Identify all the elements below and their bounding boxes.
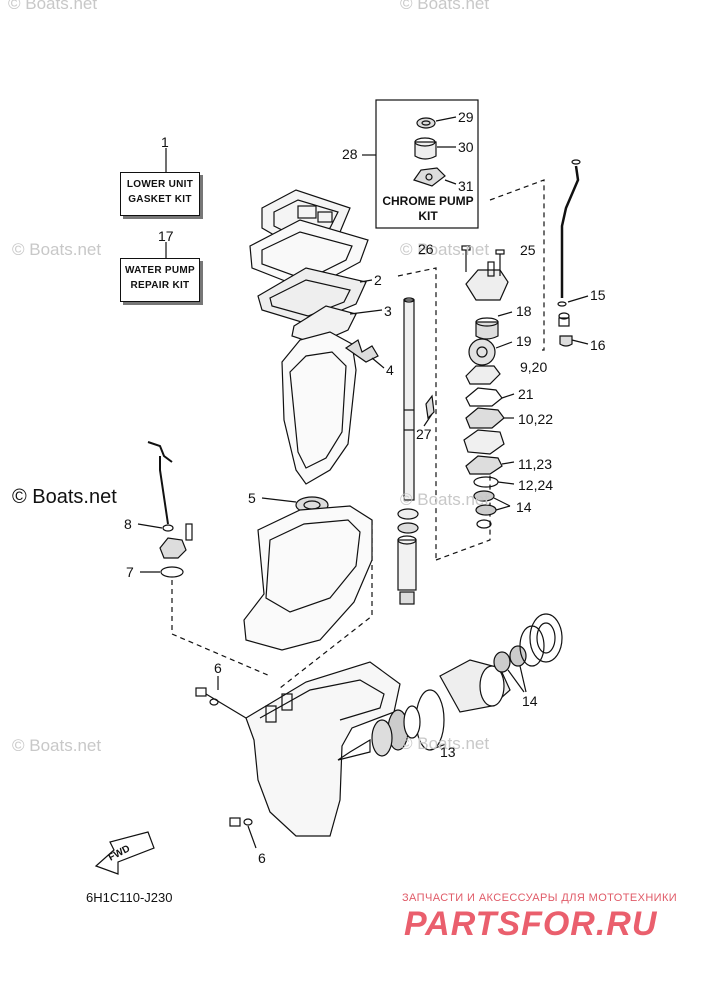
callout-11-23: 11,23 bbox=[518, 456, 552, 472]
watermark: © Boats.net bbox=[12, 736, 102, 755]
part-sleeve bbox=[397, 539, 417, 591]
part-29 bbox=[416, 117, 436, 129]
callout-19: 19 bbox=[516, 333, 532, 349]
gasket-kit-line2: GASKET KIT bbox=[128, 194, 192, 205]
gasket-kit-line1: LOWER UNIT bbox=[126, 179, 194, 190]
part-25 bbox=[495, 249, 505, 255]
part-11-23 bbox=[465, 455, 503, 475]
fwd-arrow-icon bbox=[94, 831, 155, 875]
pump-kit-line2: REPAIR KIT bbox=[130, 280, 190, 291]
footer-tagline: ЗАПЧАСТИ И АКСЕССУАРЫ ДЛЯ МОТОТЕХНИКИ bbox=[402, 892, 678, 904]
part-8 bbox=[162, 524, 174, 532]
part-6-bolt-a bbox=[195, 687, 207, 697]
callout-3: 3 bbox=[384, 303, 392, 319]
callout-14-a: 14 bbox=[516, 499, 532, 515]
callout-1: 1 bbox=[161, 134, 169, 150]
callout-9-20: 9,20 bbox=[520, 359, 548, 375]
part-21 bbox=[465, 387, 503, 407]
footer-brand: PARTSFOR.RU bbox=[404, 905, 658, 943]
callout-17: 17 bbox=[158, 228, 174, 244]
part-upper-casing bbox=[281, 331, 357, 485]
callout-31: 31 bbox=[458, 178, 474, 194]
part-14-seal-a bbox=[473, 490, 495, 502]
watermark: © Boats.net bbox=[400, 0, 490, 13]
part-shift-base bbox=[159, 537, 187, 559]
callout-4: 4 bbox=[386, 362, 394, 378]
part-drive-shaft bbox=[403, 299, 415, 501]
part-bushing-b bbox=[399, 591, 415, 605]
watermark: © Boats.net bbox=[400, 734, 490, 753]
part-6-bolt-b bbox=[229, 817, 241, 827]
watermark: © Boats.net bbox=[400, 490, 490, 509]
callout-26: 26 bbox=[418, 241, 434, 257]
pump-kit-line1: WATER PUMP bbox=[124, 265, 196, 276]
part-31 bbox=[413, 167, 446, 187]
pump-kit-label: WATER PUMP REPAIR KIT bbox=[120, 258, 200, 302]
part-19 bbox=[468, 338, 496, 366]
callout-10-22: 10,22 bbox=[518, 411, 554, 427]
callout-30: 30 bbox=[458, 139, 474, 155]
part-14-bearing-a bbox=[493, 651, 511, 673]
part-16 bbox=[559, 335, 573, 347]
gasket-kit-label: LOWER UNIT GASKET KIT bbox=[120, 172, 200, 216]
part-lower-casing bbox=[245, 661, 401, 837]
part-middle-housing bbox=[243, 505, 373, 651]
watermark: © Boats.net bbox=[400, 240, 490, 259]
chrome-kit-line1: CHROME PUMP bbox=[382, 194, 474, 208]
callout-5: 5 bbox=[248, 490, 256, 506]
callout-25: 25 bbox=[520, 242, 536, 258]
callout-12-24: 12,24 bbox=[518, 477, 554, 493]
callout-6-a: 6 bbox=[214, 660, 222, 676]
callout-28: 28 bbox=[342, 146, 358, 162]
watermark: © Boats.net bbox=[12, 240, 102, 259]
part-3 bbox=[291, 305, 357, 345]
part-9-20 bbox=[465, 365, 501, 385]
part-12-24 bbox=[473, 476, 499, 488]
part-bushing-a bbox=[397, 508, 419, 520]
callout-6-b: 6 bbox=[258, 850, 266, 866]
watermark-dark: © Boats.net bbox=[12, 486, 117, 508]
callout-7: 7 bbox=[126, 564, 134, 580]
part-shift-rod bbox=[147, 441, 173, 463]
part-27 bbox=[425, 394, 435, 420]
part-7 bbox=[160, 566, 184, 578]
part-30 bbox=[414, 141, 437, 160]
chrome-kit-label: CHROME PUMP KIT bbox=[380, 194, 476, 224]
callout-15: 15 bbox=[590, 287, 606, 303]
callout-18: 18 bbox=[516, 303, 532, 319]
part-pump-housing bbox=[465, 269, 509, 301]
part-4 bbox=[344, 339, 379, 363]
part-10-22 bbox=[465, 407, 505, 429]
callout-13: 13 bbox=[440, 744, 456, 760]
callout-8: 8 bbox=[124, 516, 132, 532]
chrome-kit-frame bbox=[375, 99, 479, 229]
callout-16: 16 bbox=[590, 337, 606, 353]
callout-14-b: 14 bbox=[522, 693, 538, 709]
part-water-tube bbox=[560, 165, 580, 298]
part-15 bbox=[557, 301, 567, 307]
callout-2: 2 bbox=[374, 272, 382, 288]
part-14-ring bbox=[529, 613, 563, 663]
part-gasket-mid bbox=[249, 219, 369, 291]
chrome-kit-line2: KIT bbox=[418, 209, 438, 223]
callout-29: 29 bbox=[458, 109, 474, 125]
part-18 bbox=[475, 321, 499, 340]
watermark: © Boats.net bbox=[8, 0, 98, 13]
callout-21: 21 bbox=[518, 386, 534, 402]
part-14-bearing-b bbox=[509, 645, 527, 667]
diagram-code: 6H1C110-J230 bbox=[86, 890, 173, 905]
callout-27: 27 bbox=[416, 426, 432, 442]
